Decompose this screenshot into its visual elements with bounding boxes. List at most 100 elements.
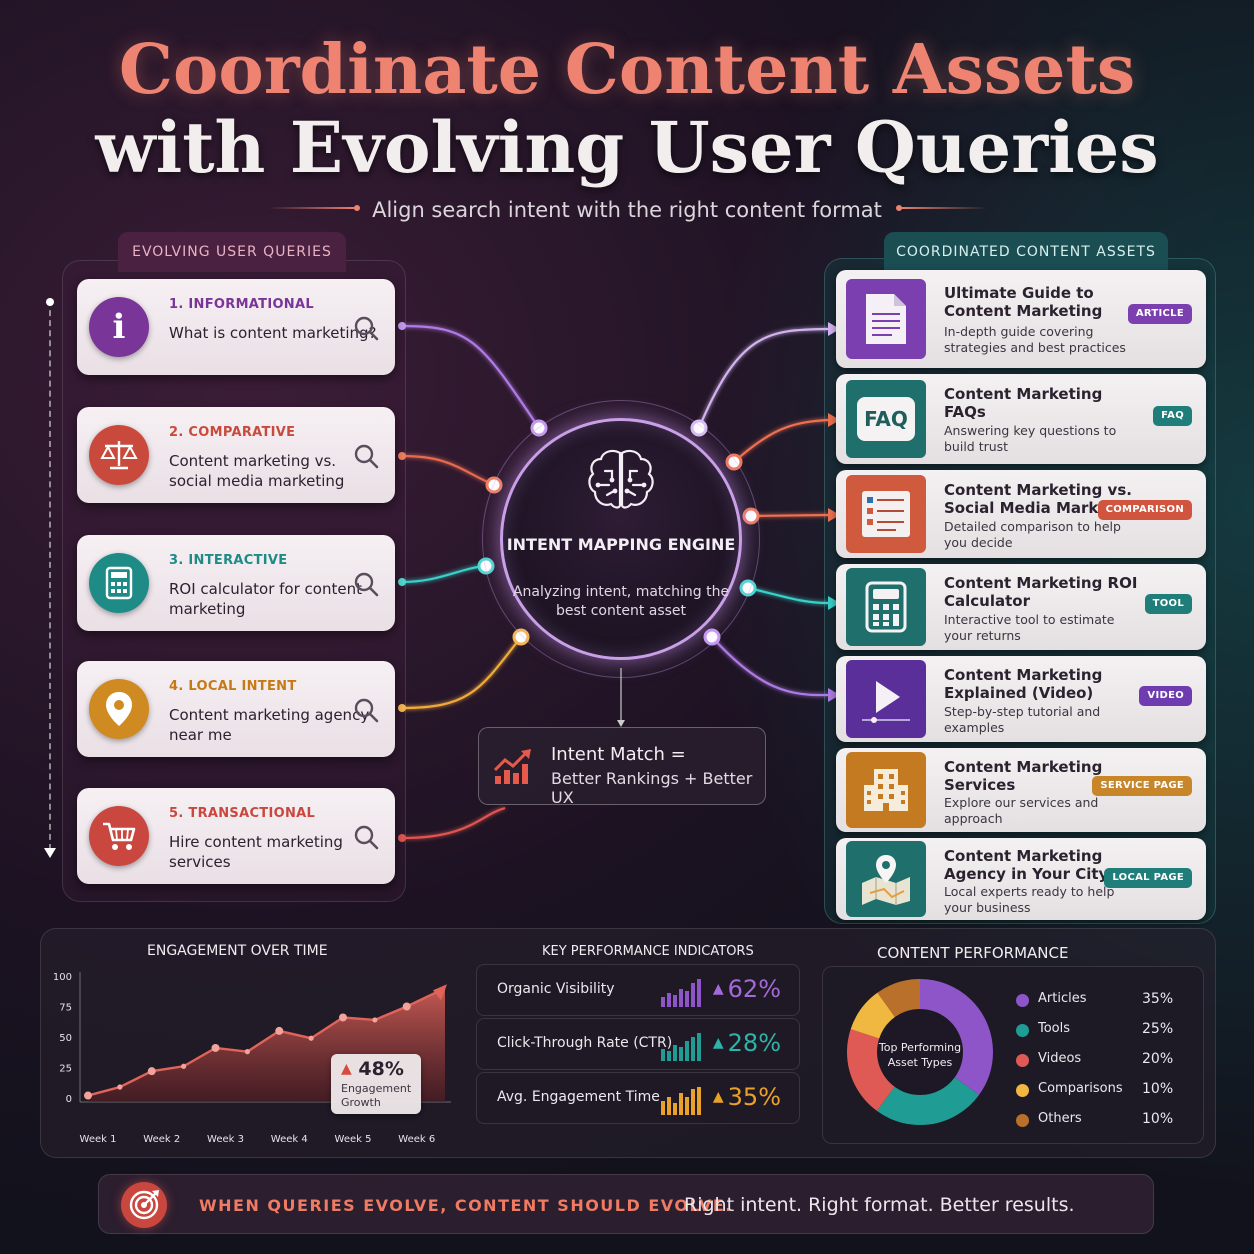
map-pin-icon — [846, 841, 926, 917]
asset-description: Step-by-step tutorial and examples — [944, 704, 1101, 735]
engagement-callout-label: Engagement Growth — [341, 1082, 412, 1109]
query-card-transactional[interactable]: 5. TRANSACTIONAL Hire content marketing … — [77, 788, 395, 884]
asset-badge: VIDEO — [1139, 686, 1192, 706]
subtitle-divider-right — [898, 207, 988, 209]
legend-dot — [1016, 994, 1029, 1007]
kpi-label: Avg. Engagement Time — [497, 1089, 660, 1105]
asset-card-faq[interactable]: FAQ Content Marketing FAQs Answering key… — [836, 374, 1206, 464]
asset-card-article[interactable]: Ultimate Guide to Content Marketing In-d… — [836, 270, 1206, 368]
search-icon[interactable] — [353, 571, 379, 597]
connector-video — [711, 636, 829, 697]
engagement-point — [275, 1026, 284, 1035]
trending-up-icon — [493, 749, 531, 784]
query-label: 3. INTERACTIVE — [169, 553, 288, 568]
y-tick-label: 50 — [59, 1033, 72, 1044]
node-query-1 — [398, 322, 406, 330]
kpi-value-text: 62% — [727, 975, 781, 1003]
asset-badge: ARTICLE — [1127, 304, 1192, 324]
calculator-icon — [846, 568, 926, 646]
engagement-line — [87, 987, 446, 1097]
engagement-point — [308, 1035, 314, 1041]
search-icon[interactable] — [353, 824, 379, 850]
asset-title: Content Marketing Explained (Video) — [944, 666, 1103, 702]
target-icon — [121, 1182, 167, 1228]
footer-headline: WHEN QUERIES EVOLVE, CONTENT SHOULD EVOL… — [199, 1196, 733, 1215]
x-tick-label: Week 2 — [143, 1134, 180, 1145]
x-tick-label: Week 3 — [207, 1134, 244, 1145]
x-tick-label: Week 6 — [398, 1134, 435, 1145]
engagement-point — [372, 1017, 378, 1023]
search-icon[interactable] — [353, 315, 379, 341]
kpi-value-text: 28% — [727, 1029, 781, 1057]
node-query-2 — [398, 452, 406, 460]
kpi-value: ▲62% — [713, 975, 781, 1003]
engagement-callout: ▲ 48% Engagement Growth — [331, 1054, 421, 1114]
arrowhead-tool — [828, 596, 840, 610]
shopping-cart-icon — [89, 806, 149, 866]
node-query-5 — [398, 834, 406, 842]
asset-card-video[interactable]: Content Marketing Explained (Video) Step… — [836, 656, 1206, 742]
trend-arrowhead — [433, 984, 447, 1001]
y-tick-label: 100 — [53, 972, 72, 983]
asset-title: Content Marketing Services — [944, 758, 1103, 794]
bar-chart-icon — [661, 979, 701, 1007]
asset-description: Answering key questions to build trust — [944, 423, 1117, 454]
query-label: 1. INFORMATIONAL — [169, 297, 314, 312]
connector-faq — [733, 418, 829, 463]
subtitle-divider-left — [268, 207, 358, 209]
asset-title: Ultimate Guide to Content Marketing — [944, 284, 1103, 320]
asset-description: Interactive tool to estimate your return… — [944, 612, 1115, 643]
engine-outer-ring — [482, 400, 760, 678]
query-card-local[interactable]: 4. LOCAL INTENT Content marketing agency… — [77, 661, 395, 757]
engagement-point — [147, 1067, 156, 1076]
legend-label: Articles — [1038, 991, 1087, 1006]
legend-dot — [1016, 1054, 1029, 1067]
asset-card-comparison[interactable]: Content Marketing vs. Social Media Marke… — [836, 470, 1206, 558]
x-tick-label: Week 1 — [80, 1134, 117, 1145]
legend-value-others: 10% — [1142, 1111, 1174, 1127]
search-icon[interactable] — [353, 697, 379, 723]
faq-bubble-text: FAQ — [857, 397, 915, 441]
asset-title: Content Marketing FAQs — [944, 385, 1103, 421]
legend-value-comparisons: 10% — [1142, 1081, 1174, 1097]
footer-tagline: Right intent. Right format. Better resul… — [684, 1194, 1075, 1216]
node-query-4 — [398, 704, 406, 712]
node-query-3 — [398, 578, 406, 586]
query-card-interactive[interactable]: 3. INTERACTIVE ROI calculator for conten… — [77, 535, 395, 631]
asset-badge: SERVICE PAGE — [1092, 776, 1192, 796]
location-pin-icon — [89, 679, 149, 739]
connector-article — [697, 327, 829, 429]
timeline-line — [49, 300, 51, 850]
engine-to-match-arrowhead — [617, 720, 625, 727]
engagement-point — [117, 1084, 123, 1090]
checklist-icon — [846, 475, 926, 553]
asset-description: Local experts ready to help your busines… — [944, 884, 1115, 915]
search-icon[interactable] — [353, 443, 379, 469]
engagement-point — [402, 1002, 411, 1011]
asset-card-services[interactable]: Content Marketing Services Explore our s… — [836, 748, 1206, 832]
query-card-informational[interactable]: i 1. INFORMATIONAL What is content marke… — [77, 279, 395, 375]
query-card-comparative[interactable]: 2. COMPARATIVE Content marketing vs. soc… — [77, 407, 395, 503]
legend-value-tools: 25% — [1142, 1021, 1174, 1037]
legend-label: Videos — [1038, 1051, 1082, 1066]
arrowhead-faq — [828, 413, 840, 427]
legend-label: Comparisons — [1038, 1081, 1123, 1096]
connector-local — [401, 636, 522, 710]
engine-description: Analyzing intent, matching the best cont… — [512, 584, 730, 619]
kpi-row-organic-visibility: Organic Visibility ▲62% — [476, 964, 800, 1016]
asset-description: In-depth guide covering strategies and b… — [944, 324, 1126, 355]
connector-transactional — [401, 806, 506, 840]
asset-description: Explore our services and approach — [944, 795, 1099, 826]
x-tick-label: Week 4 — [271, 1134, 308, 1145]
faq-icon: FAQ — [846, 380, 926, 458]
subtitle-dot-left — [354, 205, 360, 211]
asset-card-tool[interactable]: Content Marketing ROI Calculator Interac… — [836, 564, 1206, 650]
asset-card-local[interactable]: Content Marketing Agency in Your City Lo… — [836, 838, 1206, 920]
connector-interactive — [401, 564, 487, 584]
donut-center-label: Top Performing Asset Types — [878, 1041, 962, 1069]
donut-slice-videos — [847, 979, 993, 1125]
video-play-icon — [846, 660, 926, 738]
queries-panel-tab: EVOLVING USER QUERIES — [118, 232, 346, 272]
intent-match-box: Intent Match = Better Rankings + Better … — [478, 727, 766, 807]
